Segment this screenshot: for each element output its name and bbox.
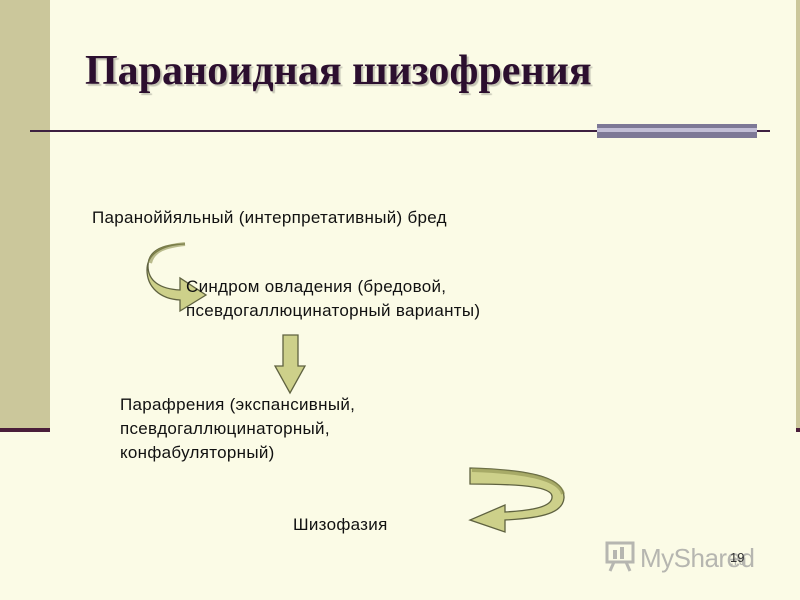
watermark-suffix: .ru	[730, 552, 747, 568]
node-paraphrenia: Парафрения (экспансивный, псевдогаллюцин…	[120, 395, 356, 462]
watermark-logo: MyShared .ru	[604, 540, 764, 574]
slide-title: Параноидная шизофрения	[85, 48, 592, 94]
node-mastery-syndrome: Синдром овладения (бредовой, псевдогаллю…	[186, 277, 481, 320]
node-schizophasia: Шизофазия	[293, 515, 388, 534]
presentation-board-icon	[605, 541, 635, 572]
node-paranoial-delusion: Параноййяльный (интерпретативный) бред	[92, 208, 447, 227]
page-number: 19	[730, 550, 745, 565]
watermark-text: MyShared	[640, 543, 755, 573]
title-accent-bar	[597, 124, 757, 138]
right-decorative-band	[796, 0, 800, 428]
left-band-edge	[0, 428, 50, 432]
left-decorative-band	[0, 0, 50, 428]
title-underline	[30, 130, 770, 132]
right-band-edge	[796, 428, 800, 432]
